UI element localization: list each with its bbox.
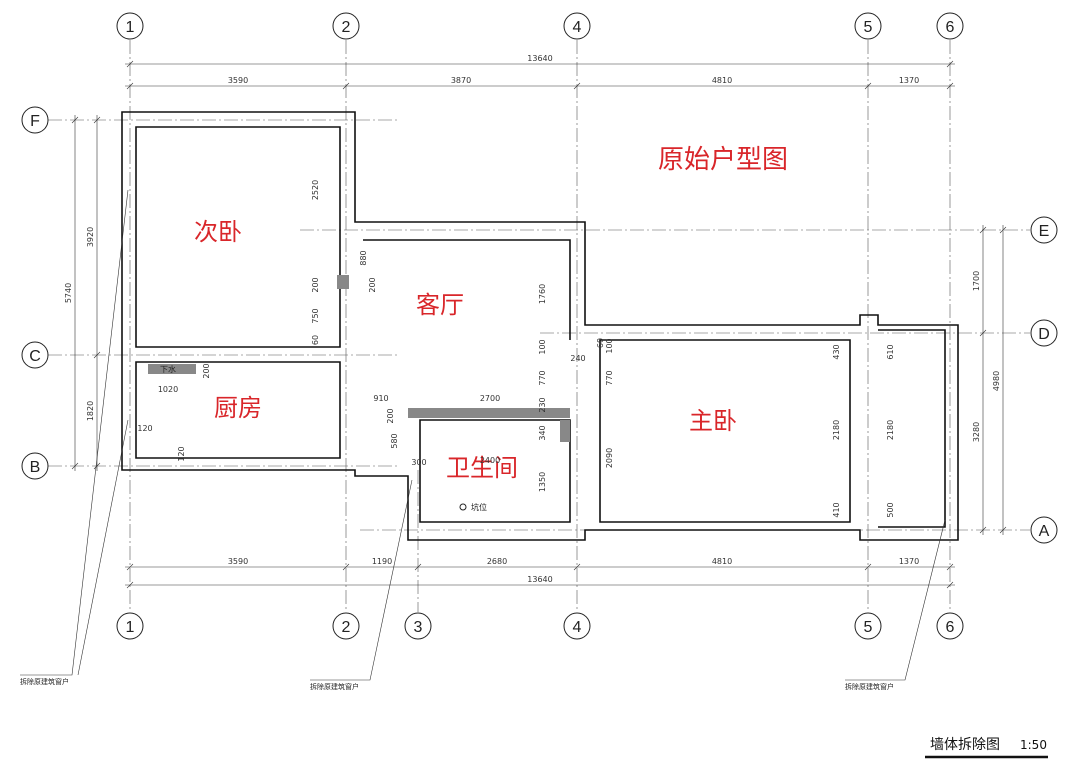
dim-inner: 1020: [158, 385, 178, 394]
dim-inner: 200: [368, 277, 377, 292]
wall-hatch: [148, 275, 570, 442]
room-living-room: 客厅: [416, 291, 464, 319]
axis-top-4: 4: [573, 19, 582, 36]
dim-inner: 120: [137, 424, 152, 433]
dim-inner: 340: [538, 425, 547, 440]
room-bathroom: 卫生间: [446, 454, 518, 482]
dim-inner: 750: [311, 308, 320, 323]
dim-inner: 2180: [832, 420, 841, 440]
dim-right-outer: 4980: [992, 371, 1001, 391]
leader-lines: [20, 189, 946, 681]
dim-bottom-4: 4810: [712, 557, 732, 566]
note-remove-window-mid: 拆除原建筑窗户: [310, 682, 359, 691]
dim-right-upper: 1700: [972, 271, 981, 291]
dim-inner: 200: [311, 277, 320, 292]
dim-bottom-1: 3590: [228, 557, 248, 566]
sheet-scale: 1:50: [1020, 738, 1047, 752]
axis-A: A: [1039, 523, 1050, 540]
dim-inner: 1760: [538, 284, 547, 304]
axis-B: B: [30, 459, 41, 476]
axis-bubbles-side: F C B E D A: [21, 106, 1058, 544]
dim-inner: 2180: [886, 420, 895, 440]
plan-title: 原始户型图: [658, 145, 788, 175]
walls: [121, 111, 959, 541]
dim-inner: 100: [605, 338, 614, 353]
dim-inner: 770: [538, 370, 547, 385]
axis-top-5: 5: [864, 19, 873, 36]
room-master-bedroom: 主卧: [689, 407, 737, 435]
axis-grid: [48, 40, 1030, 612]
dim-inner: 2700: [480, 394, 500, 403]
axis-top-1: 1: [126, 19, 135, 36]
axis-C: C: [29, 348, 41, 365]
room-kitchen: 厨房: [214, 394, 262, 422]
dim-inner: 2090: [605, 448, 614, 468]
axis-top-2: 2: [342, 19, 351, 36]
dim-inner: 200: [386, 408, 395, 423]
dim-inner: 500: [886, 502, 895, 517]
dim-inner: 200: [202, 363, 211, 378]
axis-bubbles-top: 1 2 4 5 6: [116, 12, 964, 40]
dim-top-2: 3870: [451, 76, 471, 85]
axis-bottom-3: 3: [414, 619, 423, 636]
dim-top-1: 3590: [228, 76, 248, 85]
dim-inner: 1350: [538, 472, 547, 492]
dim-bottom-total: 13640: [527, 575, 552, 584]
drain-label: 坑位: [471, 502, 487, 512]
axis-bottom-4: 4: [573, 619, 582, 636]
axis-D: D: [1038, 326, 1050, 343]
axis-bottom-6: 6: [946, 619, 955, 636]
dim-left-outer: 5740: [64, 283, 73, 303]
axis-F: F: [30, 113, 40, 130]
dim-left-lower: 1820: [86, 401, 95, 421]
axis-bottom-1: 1: [126, 619, 135, 636]
room-second-bedroom: 次卧: [194, 218, 242, 246]
dim-top-total: 13640: [527, 54, 552, 63]
dim-left-upper: 3920: [86, 227, 95, 247]
axis-bottom-2: 2: [342, 619, 351, 636]
dim-inner: 300: [411, 458, 426, 467]
note-remove-window-left: 拆除原建筑窗户: [20, 677, 69, 686]
dim-top-4: 1370: [899, 76, 919, 85]
dim-inner: 430: [832, 344, 841, 359]
dim-bottom-3: 2680: [487, 557, 507, 566]
dim-inner: 240: [570, 354, 585, 363]
dim-top-3: 4810: [712, 76, 732, 85]
dim-inner: 100: [538, 339, 547, 354]
dim-inner: 60: [596, 338, 605, 348]
note-remove-window-right: 拆除原建筑窗户: [845, 682, 894, 691]
dim-inner: 910: [373, 394, 388, 403]
drain-icon: [459, 503, 467, 511]
axis-bottom-5: 5: [864, 619, 873, 636]
dim-inner: 880: [359, 250, 368, 265]
dim-bottom-5: 1370: [899, 557, 919, 566]
axis-top-6: 6: [946, 19, 955, 36]
sink-label: 下水: [160, 364, 176, 374]
dim-inner: 2520: [311, 180, 320, 200]
dim-bottom-2: 1190: [372, 557, 392, 566]
dim-inner: 610: [886, 344, 895, 359]
dim-inner: 120: [177, 446, 186, 461]
sheet-title: 墙体拆除图: [930, 737, 1000, 753]
dim-inner: 410: [832, 502, 841, 517]
dimension-lines: [71, 60, 1007, 589]
axis-bubbles-bottom: 1 2 3 4 5 6: [116, 612, 964, 640]
axis-E: E: [1039, 223, 1050, 240]
dim-inner: 770: [605, 370, 614, 385]
dim-inner: 580: [390, 433, 399, 448]
dim-inner: 60: [311, 335, 320, 345]
dim-inner: 230: [538, 397, 547, 412]
dim-inner: 2400: [480, 456, 500, 465]
dim-right-lower: 3280: [972, 422, 981, 442]
